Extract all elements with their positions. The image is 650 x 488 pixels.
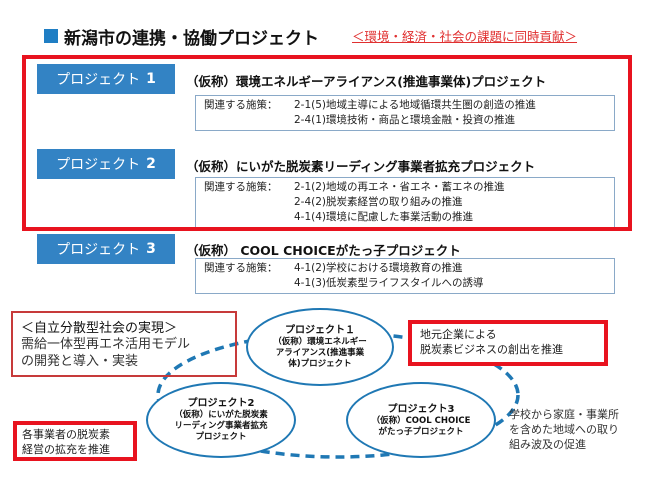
highlight-frame [22, 55, 632, 231]
measure-item: 4-1(2)学校における環境教育の推進 [294, 262, 463, 274]
project-2-name: （仮称）にいがた脱炭素リーディング事業者拡充プロジェクト [186, 159, 536, 174]
project-3-name: （仮称） COOL CHOICEがたっ子プロジェクト [186, 243, 461, 258]
measures-label: 関連する施策： [204, 99, 278, 111]
measure-item: 2-1(5)地域主導による地域循環共生圏の創造の推進 [294, 99, 536, 111]
page-subtitle: ＜環境・経済・社会の課題に同時貢献＞ [352, 29, 578, 44]
measure-item: 4-1(4)環境に配慮した事業活動の推進 [294, 211, 474, 223]
project-2-measures: 関連する施策： 2-1(2)地域の再エネ・省エネ・蓄エネの推進 2-4(2)脱炭素… [195, 177, 615, 228]
local-business-box: 地元企業による 脱炭素ビジネスの創出を推進 [408, 320, 608, 366]
measure-item: 2-4(2)脱炭素経営の取り組みの推進 [294, 196, 463, 208]
circle-project-2: プロジェクト2 （仮称）にいがた脱炭素 リーディング事業者拡充 プロジェクト [146, 382, 296, 458]
autonomous-line: の開発と導入・実装 [21, 354, 139, 369]
circle-project-3: プロジェクト3 （仮称）COOL CHOICE がたっ子プロジェクト [346, 382, 496, 458]
page-title: 新潟市の連携・協働プロジェクト [64, 29, 319, 49]
schools-effect-text: 学校から家庭・事業所 を含めた地域への取り 組み波及の促進 [509, 408, 619, 451]
project-1-measures: 関連する施策： 2-1(5)地域主導による地域循環共生圏の創造の推進 2-4(1)… [195, 95, 615, 131]
autonomous-society-box: ＜自立分散型社会の実現＞ 需給一体型再エネ活用モデル の開発と導入・実装 [11, 311, 237, 377]
page-header: 新潟市の連携・協働プロジェクト ＜環境・経済・社会の課題に同時貢献＞ [44, 24, 644, 50]
measure-item: 2-4(1)環境技術・商品と環境金融・投資の推進 [294, 114, 516, 126]
autonomous-line: 需給一体型再エネ活用モデル [21, 337, 191, 352]
autonomous-title: ＜自立分散型社会の実現＞ [21, 321, 178, 336]
measure-item: 2-1(2)地域の再エネ・省エネ・蓄エネの推進 [294, 181, 505, 193]
measure-item: 4-1(3)低炭素型ライフスタイルへの誘導 [294, 277, 484, 289]
measures-label: 関連する施策： [204, 262, 278, 274]
circle-project-1: プロジェクト１ （仮称）環境エネルギー アライアンス(推進事業 体)プロジェクト [246, 308, 394, 386]
project-1-name: （仮称）環境エネルギーアライアンス(推進事業体)プロジェクト [186, 74, 547, 89]
project-3-measures: 関連する施策： 4-1(2)学校における環境教育の推進 4-1(3)低炭素型ライフ… [195, 258, 615, 294]
operators-box: 各事業者の脱炭素 経営の拡充を推進 [13, 421, 137, 461]
measures-label: 関連する施策： [204, 181, 278, 193]
title-square-icon [44, 29, 58, 43]
